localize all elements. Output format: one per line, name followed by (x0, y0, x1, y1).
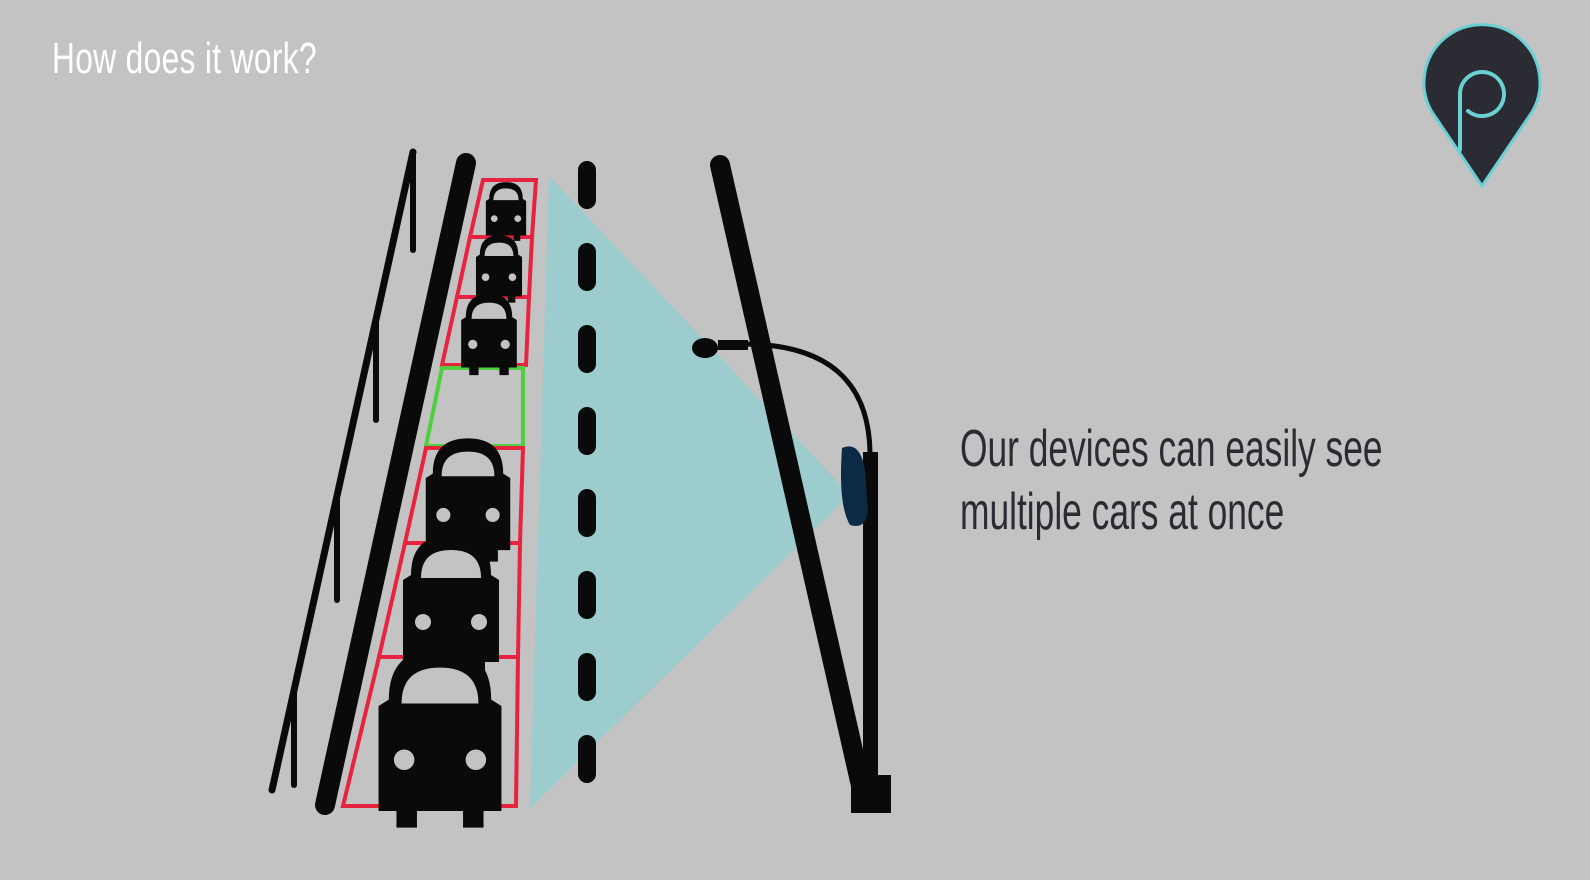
curb-line (315, 153, 476, 815)
camera-field-of-view (530, 176, 850, 808)
parking-space-occupied (439, 295, 532, 367)
car-front-icon (485, 182, 527, 241)
sidewalk-railing (268, 148, 417, 794)
location-pin-p-icon (1422, 23, 1542, 188)
car-front-icon (475, 235, 523, 303)
caption-text: Our devices can easily see multiple cars… (960, 418, 1383, 544)
car-front-icon (378, 648, 502, 828)
street-lamp-camera-icon (692, 338, 891, 813)
far-curb-line (710, 155, 872, 800)
page-title: How does it work? (52, 34, 317, 83)
caption-line: Our devices can easily see (960, 420, 1383, 478)
parking-space-vacant (423, 366, 525, 448)
caption-line: multiple cars at once (960, 483, 1285, 541)
car-front-icon (461, 293, 517, 376)
